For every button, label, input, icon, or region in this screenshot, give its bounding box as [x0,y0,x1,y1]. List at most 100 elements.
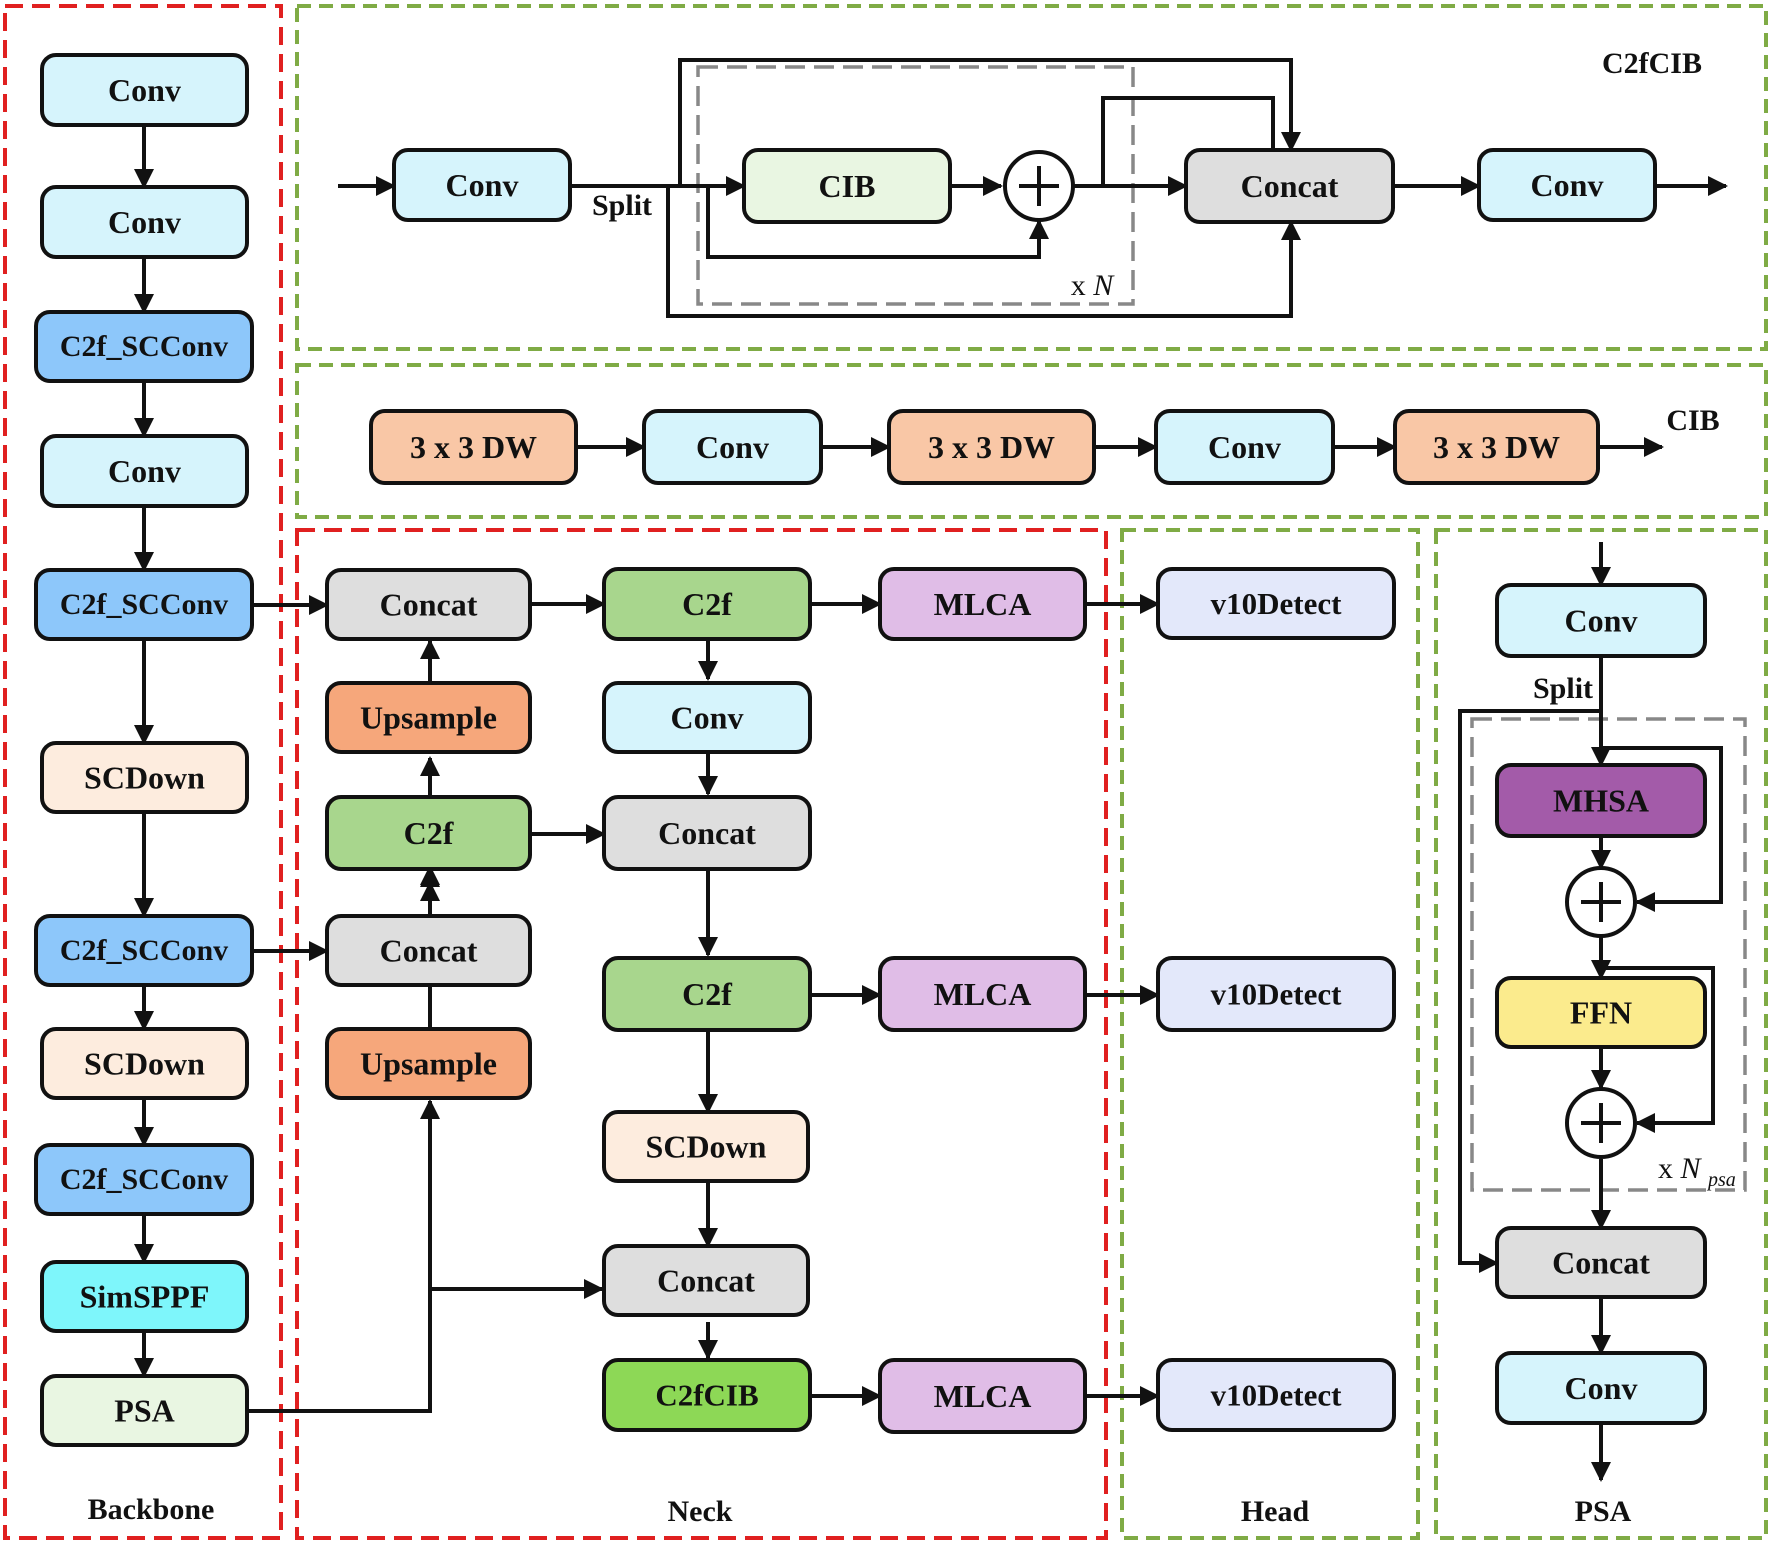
block-label: Conv [696,429,769,465]
block-label: Concat [657,1263,755,1299]
neck-concat-block: Concat [325,568,532,641]
block-shape [1184,148,1395,224]
block-label: C2fCIB [655,1378,758,1413]
block-label: C2f [682,586,732,622]
block-label: v10Detect [1211,1378,1342,1413]
region-labels: Backbone Neck Head PSA C2fCIB CIB Split … [88,47,1736,1528]
head-v10detect-block: v10Detect [1156,956,1396,1032]
block-label: SCDown [646,1129,767,1165]
block-label: SCDown [84,760,205,796]
cib-module-3-x-3-dw-block: 3 x 3 DW [887,409,1096,485]
neck-concat-block: Concat [325,914,532,987]
cib-region [295,363,1768,519]
block-label: C2f [404,815,454,851]
c2fcib-repeat-label: x N [1071,269,1116,302]
psa-module-concat-block: Concat [1495,1226,1707,1299]
neck-upsample-block: Upsample [325,681,532,754]
block-label: v10Detect [1211,586,1342,621]
block-shape [1495,1226,1707,1299]
c2fcib-module-conv-block: Conv [392,148,572,222]
psa-add-node-1 [1565,866,1637,938]
block-label: CIB [819,168,876,204]
psa-add-node-2 [1565,1087,1637,1159]
block-shape [369,409,578,485]
neck-concat-block: Concat [602,795,812,871]
block-shape [602,1110,810,1183]
block-shape [325,568,532,641]
head-region [1120,528,1420,1540]
block-label: Concat [380,933,478,969]
block-shape [1393,409,1600,485]
backbone-scdown-block: SCDown [40,741,249,814]
psa-region [1434,528,1768,1540]
block-shape [642,409,823,485]
psa-module-mhsa-block: MHSA [1495,763,1707,838]
block-label: Concat [1241,168,1339,204]
block-shape [878,567,1087,641]
connectors [134,58,1728,1482]
block-label: Conv [108,72,181,108]
block-label: Conv [671,700,744,736]
block-label: MLCA [934,586,1032,622]
block-shape [34,568,254,641]
backbone-conv-block: Conv [40,434,249,508]
c2fcib-region [295,4,1768,351]
block-label: Concat [658,815,756,851]
block-label: 3 x 3 DW [1433,429,1560,465]
neck-c2f-block: C2f [325,795,532,871]
block-shape [1477,148,1657,222]
block-label: SCDown [84,1046,205,1082]
c2fcib-split-label: Split [592,189,652,222]
block-shape [325,914,532,987]
block-label: Conv [1565,603,1638,639]
psa-module-conv-block: Conv [1495,583,1707,658]
backbone-c2f-scconv-block: C2f_SCConv [34,1143,254,1216]
block-shape [1495,976,1707,1049]
backbone-c2f-scconv-block: C2f_SCConv [34,914,254,987]
head-label: Head [1241,1495,1310,1528]
block-label: SimSPPF [80,1279,210,1315]
backbone-simsppf-block: SimSPPF [40,1260,249,1333]
psa-split-label: Split [1533,672,1593,705]
block-label: 3 x 3 DW [928,429,1055,465]
psa-repeat-label: x N psa [1658,1152,1736,1191]
block-label: Upsample [360,700,497,736]
head-v10detect-block: v10Detect [1156,567,1396,640]
block-shape [742,148,952,224]
neck-concat-block: Concat [602,1244,810,1317]
block-label: Concat [380,587,478,623]
block-label: MHSA [1553,783,1649,819]
neck-mlca-block: MLCA [878,1358,1087,1434]
block-shape [40,434,249,508]
block-shape [887,409,1096,485]
block-shape [1495,583,1707,658]
block-label: FFN [1570,995,1632,1031]
block-label: C2f_SCConv [60,588,228,621]
cib-module-conv-block: Conv [1154,409,1335,485]
block-shape [325,795,532,871]
block-shape [1495,763,1707,838]
block-label: MLCA [934,976,1032,1012]
neck-label: Neck [668,1495,733,1528]
block-shape [40,1027,249,1100]
psa-module-ffn-block: FFN [1495,976,1707,1049]
block-shape [602,1244,810,1317]
block-label: Conv [108,453,181,489]
block-shape [40,53,249,127]
block-label: Conv [108,204,181,240]
block-shape [878,1358,1087,1434]
block-label: Conv [1208,429,1281,465]
c2fcib-module-concat-block: Concat [1184,148,1395,224]
block-label: v10Detect [1211,977,1342,1012]
psa-module-conv-block: Conv [1495,1351,1707,1425]
block-label: C2f_SCConv [60,330,228,363]
neck-scdown-block: SCDown [602,1110,810,1183]
block-shape [34,310,254,383]
block-label: C2f_SCConv [60,1163,228,1196]
plus-nodes [1003,150,1637,1159]
block-shape [34,1143,254,1216]
block-shape [1154,409,1335,485]
backbone-conv-block: Conv [40,185,249,259]
block-shape [602,1358,812,1432]
